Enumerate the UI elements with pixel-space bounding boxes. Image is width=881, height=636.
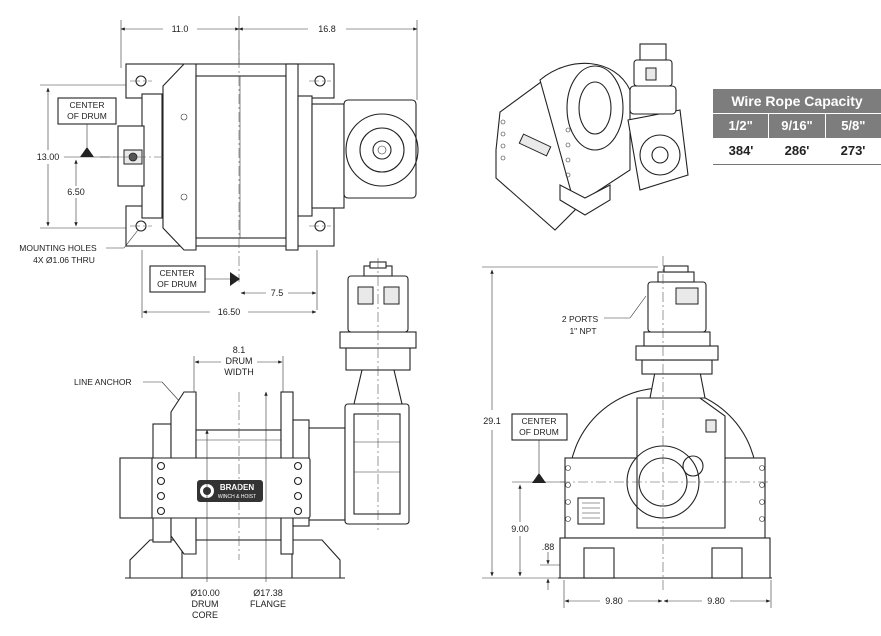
capacity-value-row: 384' 286' 273' (713, 138, 881, 165)
center-of-drum-label: OF DRUM (67, 111, 107, 121)
brand-name: BRADEN (220, 483, 254, 492)
center-of-drum-label: CENTER (70, 100, 105, 110)
center-of-drum-label: CENTER (160, 268, 195, 278)
dim-center-height: 9.00 (511, 524, 529, 534)
brand-tagline: WINCH & HOIST (218, 494, 256, 500)
bolt-row-left (156, 461, 166, 516)
drum-width-label: DRUM (226, 356, 253, 366)
dim-base: 16.50 (218, 307, 241, 317)
bolt-row-right (293, 461, 303, 516)
wire-rope-capacity-table: Wire Rope Capacity 1/2" 9/16" 5/8" 384' … (713, 89, 881, 165)
capacity-header-row: 1/2" 9/16" 5/8" (713, 113, 881, 138)
ports-label: 1" NPT (569, 326, 596, 336)
iso-bolts (500, 119, 571, 178)
drum-width-label: 8.1 (233, 345, 246, 355)
mounting-holes-label: MOUNTING HOLES (19, 243, 97, 253)
capacity-value: 384' (728, 143, 754, 158)
dim-overall-height: 29.1 (483, 416, 501, 426)
dim-width-right: 16.8 (318, 24, 336, 34)
drum-core-label: CORE (192, 610, 218, 620)
dim-right: 9.80 (707, 596, 725, 606)
drum-core-label: Ø10.00 (190, 588, 220, 598)
front-view: 8.1 DRUM WIDTH LINE ANCHOR B (74, 258, 417, 620)
dim-width-left: 11.0 (172, 24, 189, 34)
center-of-drum-label: OF DRUM (157, 279, 197, 289)
dim-base-thickness: .88 (542, 542, 555, 552)
flange-label: FLANGE (250, 599, 286, 609)
capacity-header: 5/8" (824, 114, 881, 138)
mounting-holes-label: 4X Ø1.06 THRU (33, 255, 95, 265)
brand-logo: BRADEN WINCH & HOIST (197, 480, 263, 502)
capacity-value: 273' (840, 143, 866, 158)
side-view: 29.1 9.00 .88 CENTER OF DRUM (482, 256, 772, 608)
center-of-drum-label: CENTER (522, 416, 557, 426)
dim-height: 13.00 (37, 152, 60, 162)
side-bolts (565, 465, 765, 522)
dim-offset: 7.5 (271, 288, 284, 298)
dim-half-height: 6.50 (67, 187, 85, 197)
capacity-header: 1/2" (728, 118, 753, 133)
capacity-value: 286' (784, 143, 810, 158)
flange-label: Ø17.38 (253, 588, 283, 598)
center-of-drum-label: OF DRUM (519, 427, 559, 437)
ports-label: 2 PORTS (562, 314, 599, 324)
capacity-header: 9/16" (768, 114, 824, 138)
isometric-view (495, 43, 689, 231)
top-view: 11.0 16.8 13.00 6.50 CENTER OF DRUM (19, 16, 419, 318)
line-anchor-label: LINE ANCHOR (74, 377, 132, 387)
drum-core-label: DRUM (192, 599, 219, 609)
dim-left: 9.80 (605, 596, 623, 606)
capacity-title: Wire Rope Capacity (713, 89, 881, 113)
drum-width-label: WIDTH (224, 367, 254, 377)
